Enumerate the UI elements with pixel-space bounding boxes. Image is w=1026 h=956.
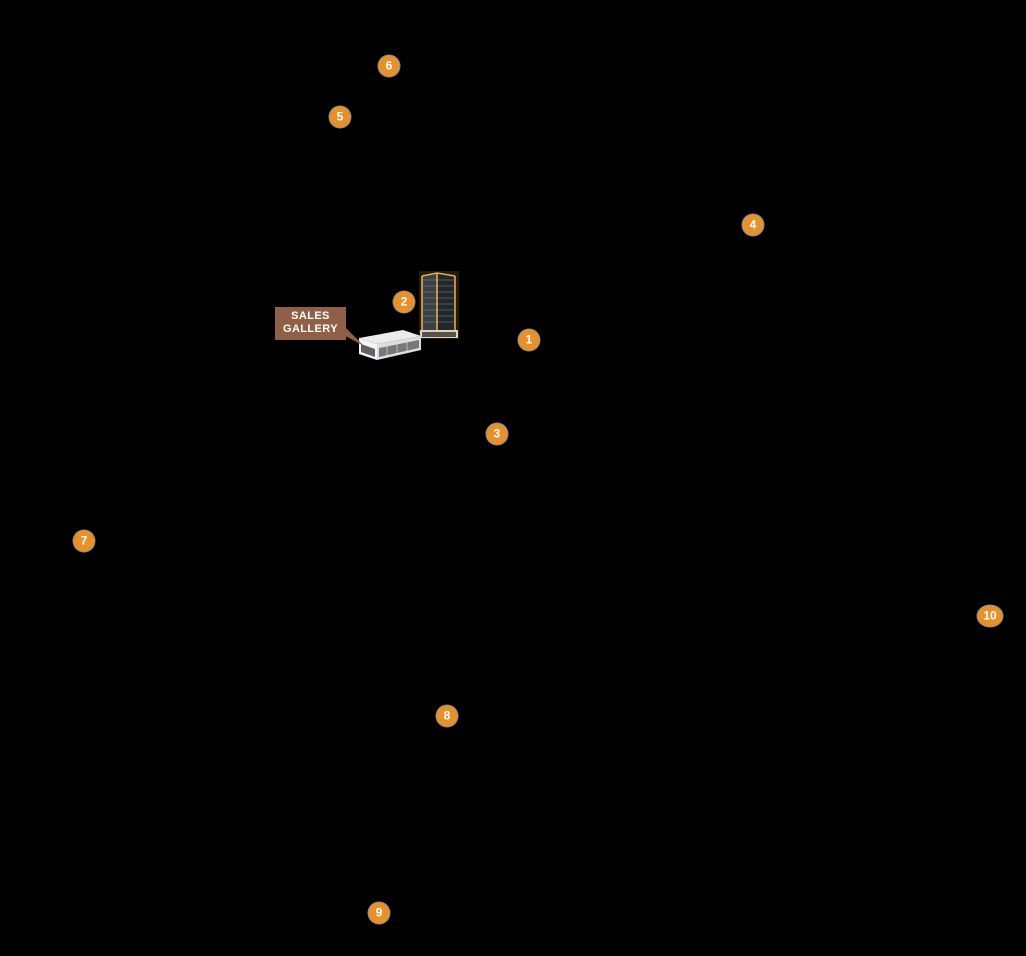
- map-marker-2[interactable]: 2: [393, 291, 415, 313]
- map-marker-8[interactable]: 8: [436, 705, 458, 727]
- map-marker-7[interactable]: 7: [73, 530, 95, 552]
- map-marker-3[interactable]: 3: [486, 423, 508, 445]
- map-marker-4[interactable]: 4: [742, 214, 764, 236]
- map-marker-9[interactable]: 9: [368, 902, 390, 924]
- sales-gallery-tag-line1: SALES: [291, 310, 330, 322]
- map-marker-6[interactable]: 6: [378, 55, 400, 77]
- sales-gallery-building-image: [359, 330, 421, 360]
- map-marker-10[interactable]: 10: [977, 605, 1003, 627]
- sales-gallery-tag-line2: GALLERY: [283, 323, 338, 335]
- map-marker-5[interactable]: 5: [329, 106, 351, 128]
- map-marker-1[interactable]: 1: [518, 329, 540, 351]
- sales-gallery-tag: SALES GALLERY: [275, 307, 346, 340]
- tower-building-image: [419, 271, 459, 339]
